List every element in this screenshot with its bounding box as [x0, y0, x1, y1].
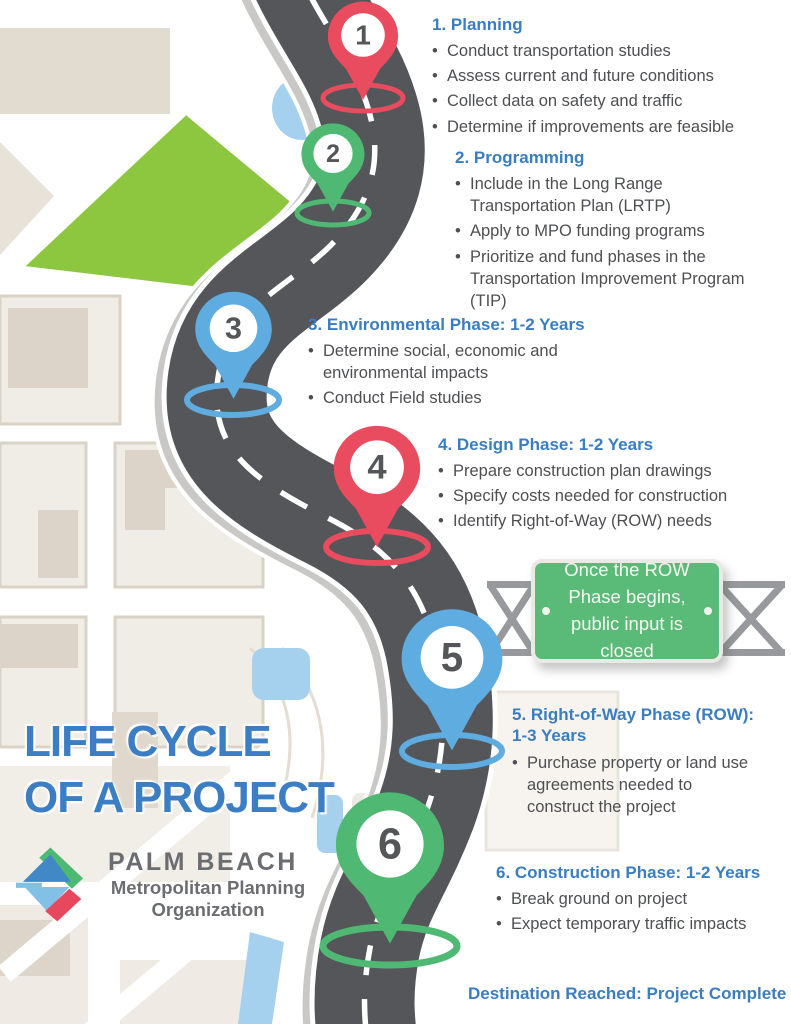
- pin-number: 6: [378, 820, 402, 868]
- phase-4-heading: 4. Design Phase: 1-2 Years: [438, 435, 654, 454]
- phase-3-bullet: Determine social, economic and environme…: [308, 340, 608, 384]
- pin-number: 4: [367, 449, 387, 487]
- pin-icon-3: 3: [195, 291, 272, 399]
- phase-3-block: 3. Environmental Phase: 1-2 Years Determ…: [308, 314, 608, 413]
- phase-1-heading: 1. Planning: [432, 15, 523, 34]
- logo-org-line3: Organization: [151, 899, 265, 921]
- map-blocks-mid: [0, 294, 265, 749]
- map-block: [0, 142, 54, 255]
- phase-4-bullet: Identify Right-of-Way (ROW) needs: [438, 510, 790, 532]
- logo-org-name: PALM BEACH: [108, 848, 298, 876]
- phase-2-heading: 2. Programming: [455, 148, 585, 167]
- pin-number: 5: [441, 635, 463, 680]
- phase-1-block: 1. Planning Conduct transportation studi…: [432, 14, 788, 141]
- phase-6-bullet: Expect temporary traffic impacts: [496, 913, 791, 935]
- phase-2-bullet: Prioritize and fund phases in the Transp…: [455, 246, 755, 312]
- pin-number: 3: [225, 311, 242, 345]
- pin-icon-5: 5: [401, 609, 503, 751]
- title-line-1: LIFE CYCLE: [24, 717, 272, 766]
- phase-6-bullet: Break ground on project: [496, 888, 791, 910]
- mpo-logo-text: PALM BEACH Metropolitan Planning Organiz…: [108, 848, 308, 922]
- phase-1-bullet: Assess current and future conditions: [432, 65, 788, 87]
- pin-icon-2: 2: [301, 123, 365, 212]
- phase-2-bullet: Include in the Long Range Transportation…: [455, 173, 755, 217]
- mpo-logo: PALM BEACH Metropolitan Planning Organiz…: [16, 841, 316, 933]
- pin-number: 2: [326, 140, 340, 168]
- pin-icon-6: 6: [336, 792, 444, 944]
- phase-3-bullet: Conduct Field studies: [308, 387, 608, 409]
- phase-2-bullet: Apply to MPO funding programs: [455, 220, 755, 242]
- pin-icon-4: 4: [333, 425, 421, 547]
- page-title: LIFE CYCLE OF A PROJECT: [24, 714, 354, 827]
- phase-6-block: 6. Construction Phase: 1-2 Years Break g…: [496, 862, 791, 938]
- map-block: [0, 28, 170, 114]
- phase-4-block: 4. Design Phase: 1-2 Years Prepare const…: [438, 434, 790, 536]
- pin-icon-1: 1: [327, 1, 399, 100]
- row-sign-text: Once the ROW Phase begins, public input …: [564, 559, 690, 661]
- phase-4-bullet: Prepare construction plan drawings: [438, 460, 790, 482]
- mpo-logo-icon: [16, 847, 84, 922]
- phase-6-heading: 6. Construction Phase: 1-2 Years: [496, 863, 761, 882]
- phase-5-bullet: Purchase property or land use agreements…: [512, 752, 762, 818]
- phase-5-heading: 5. Right-of-Way Phase (ROW): 1-3 Years: [512, 705, 755, 746]
- phase-5-block: 5. Right-of-Way Phase (ROW): 1-3 Years P…: [512, 704, 762, 821]
- row-sign: Once the ROW Phase begins, public input …: [531, 559, 723, 663]
- phase-1-bullet: Conduct transportation studies: [432, 40, 788, 62]
- map-blocks-lower: [0, 646, 333, 1024]
- pin-number: 1: [355, 19, 371, 50]
- phase-3-heading: 3. Environmental Phase: 1-2 Years: [308, 315, 585, 334]
- phase-1-bullet: Collect data on safety and traffic: [432, 90, 788, 112]
- sign-bolt-icon: [542, 607, 550, 615]
- phase-2-block: 2. Programming Include in the Long Range…: [455, 147, 755, 315]
- phase-1-bullet: Determine if improvements are feasible: [432, 116, 788, 138]
- footer-text: Destination Reached: Project Complete: [468, 984, 787, 1003]
- logo-org-line2: Metropolitan Planning: [110, 876, 306, 898]
- phase-4-bullet: Specify costs needed for construction: [438, 485, 790, 507]
- title-line-2: OF A PROJECT: [24, 773, 335, 823]
- sign-bolt-icon: [704, 607, 712, 615]
